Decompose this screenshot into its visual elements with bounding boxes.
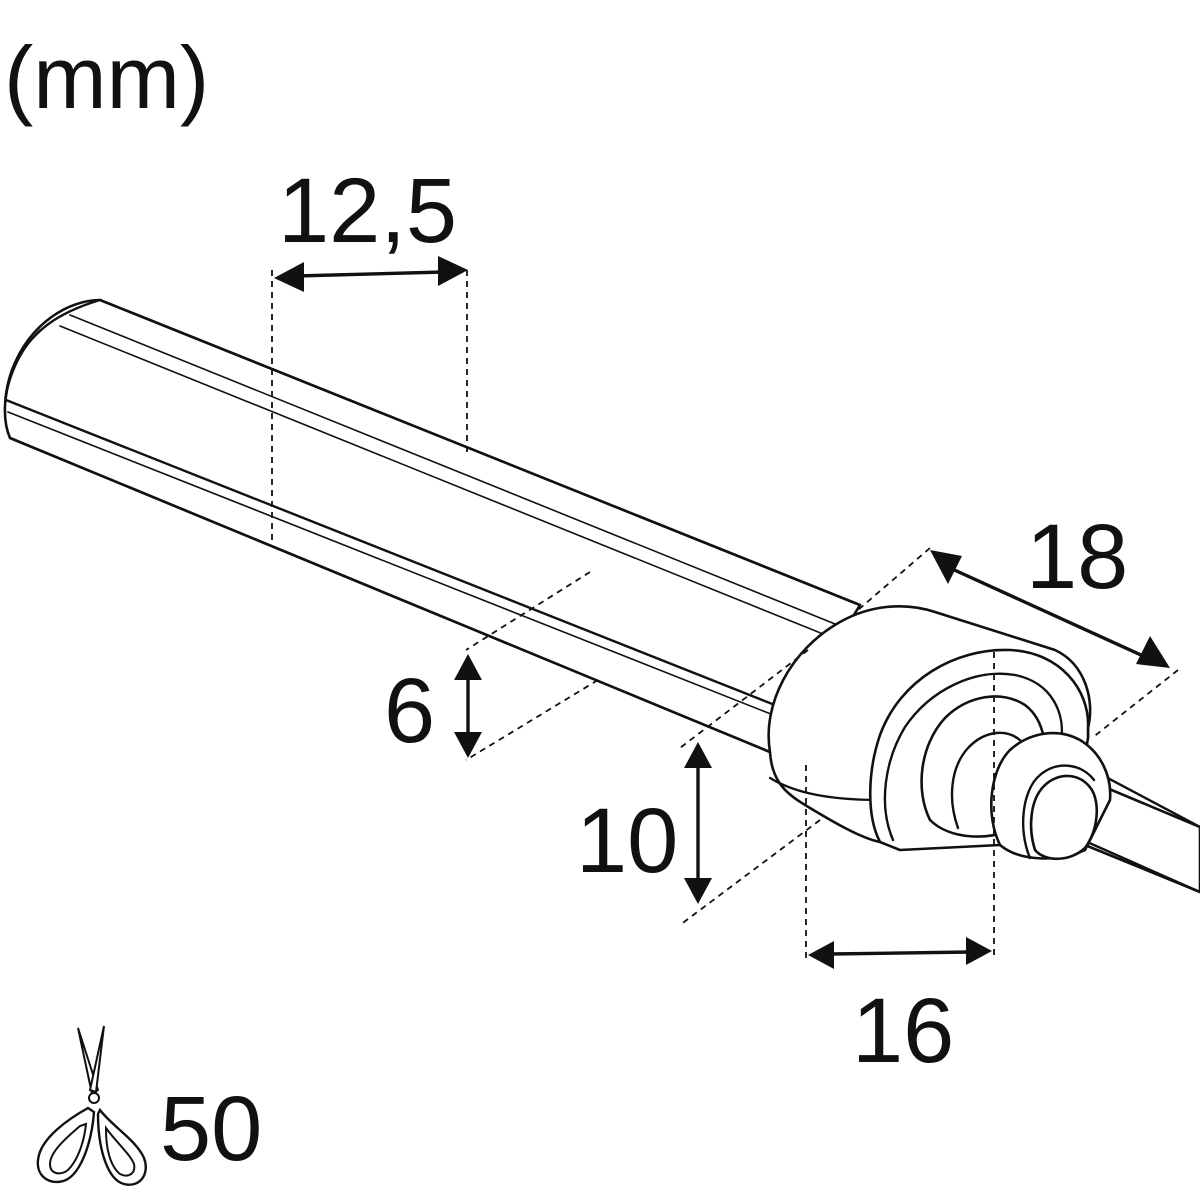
dim-endcap-height-label: 10 xyxy=(576,790,678,892)
neon-profile xyxy=(3,298,862,754)
extension-lines xyxy=(271,270,1179,962)
dim-endcap-width-label: 16 xyxy=(852,980,954,1082)
dim-endcap-length: 18 xyxy=(930,506,1170,668)
scissors-icon xyxy=(36,1025,147,1186)
dim-endcap-height: 10 xyxy=(576,742,712,904)
unit-label: (mm) xyxy=(4,28,209,127)
dim-width-top-label: 12,5 xyxy=(278,160,457,262)
cut-interval-label: 50 xyxy=(160,1078,262,1180)
dim-endcap-length-label: 18 xyxy=(1026,506,1128,608)
end-cap xyxy=(767,604,1112,861)
dim-endcap-width: 16 xyxy=(808,937,992,1082)
dim-width-top: 12,5 xyxy=(274,160,468,292)
dim-profile-height: 6 xyxy=(384,654,482,762)
dim-profile-height-label: 6 xyxy=(384,660,435,762)
